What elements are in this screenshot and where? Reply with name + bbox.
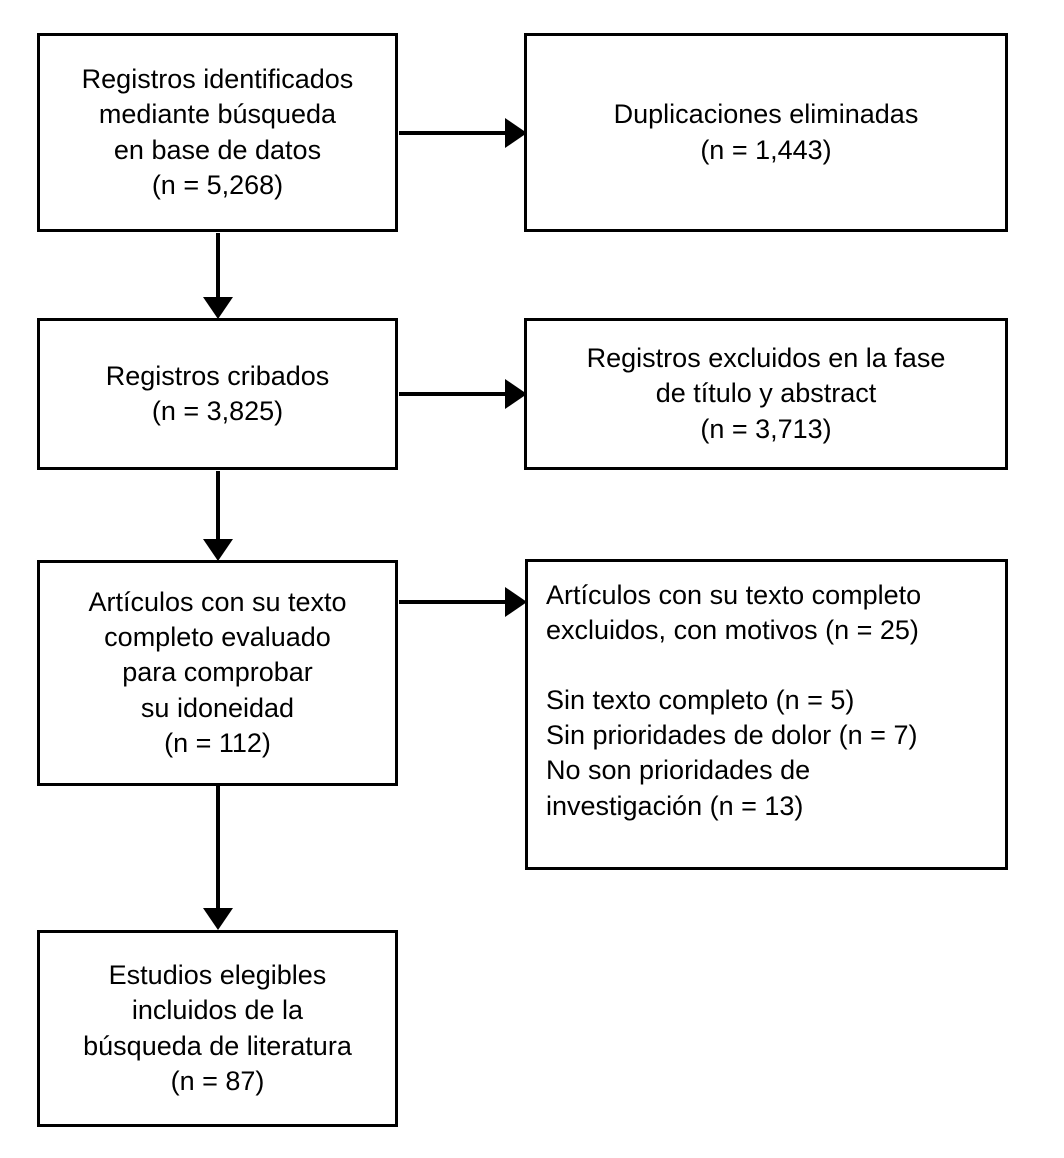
arrow-identified-to-screened xyxy=(203,233,233,319)
box-duplicates-removed: Duplicaciones eliminadas (n = 1,443) xyxy=(524,33,1008,232)
box-records-excluded-title-abstract-label: Registros excluidos en la fase de título… xyxy=(586,343,946,444)
box-included-studies-label: Estudios elegibles incluidos de la búsqu… xyxy=(83,960,352,1096)
arrow-fulltext-to-excluded xyxy=(399,587,527,617)
box-duplicates-removed-label: Duplicaciones eliminadas (n = 1,443) xyxy=(613,99,919,165)
box-full-text-assessed-label: Artículos con su texto completo evaluado… xyxy=(88,587,347,758)
box-full-text-excluded-label: Artículos con su texto completo excluido… xyxy=(546,580,922,821)
box-records-identified: Registros identificados mediante búsqued… xyxy=(37,33,398,232)
arrow-screened-to-fulltext xyxy=(203,471,233,561)
box-full-text-excluded: Artículos con su texto completo excluido… xyxy=(525,559,1008,870)
arrow-fulltext-to-included xyxy=(203,786,233,930)
box-records-screened: Registros cribados (n = 3,825) xyxy=(37,318,398,470)
box-records-excluded-title-abstract: Registros excluidos en la fase de título… xyxy=(524,318,1008,470)
arrow-identified-to-duplicates xyxy=(399,118,527,148)
box-records-identified-label: Registros identificados mediante búsqued… xyxy=(81,64,354,200)
box-records-screened-label: Registros cribados (n = 3,825) xyxy=(105,360,330,426)
box-full-text-assessed: Artículos con su texto completo evaluado… xyxy=(37,560,398,786)
arrow-screened-to-excluded xyxy=(399,379,527,409)
box-included-studies: Estudios elegibles incluidos de la búsqu… xyxy=(37,930,398,1127)
